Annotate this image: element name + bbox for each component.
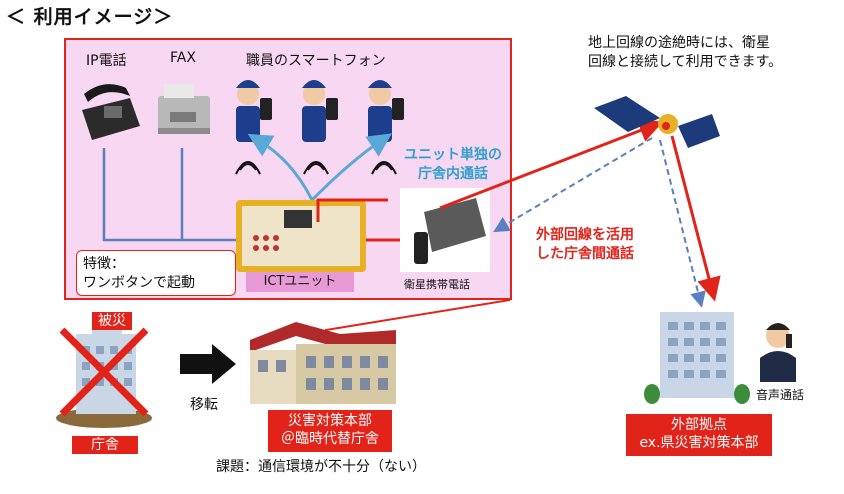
person-on-phone-icon	[760, 323, 796, 382]
satellite-phone-label: 衛星携帯電話	[404, 278, 470, 291]
page-title: ＜ 利用イメージ＞	[6, 6, 174, 28]
external-base-label: 外部拠点 ex.県災害対策本部	[626, 414, 772, 456]
damaged-office-icon	[56, 324, 152, 428]
internal-call-text: ユニット単独の 庁舎内通話	[404, 147, 502, 182]
hq-label: 災害対策本部 ＠臨時代替庁舎	[268, 410, 392, 452]
uplink-dashed-arrow	[493, 137, 653, 233]
move-arrow-icon	[180, 344, 236, 384]
issue-text: 課題：通信環境が不十分（ない）	[216, 459, 426, 475]
fax-icon	[158, 84, 210, 134]
ip-phone-label: IP電話	[86, 53, 127, 69]
feature-callout: 特徴： ワンボタンで起動	[76, 250, 236, 296]
ict-unit-icon	[236, 200, 366, 272]
satellite-phone-icon	[400, 188, 490, 272]
downlink-dashed-arrow	[659, 139, 706, 308]
staff-figure-3-icon	[368, 80, 404, 142]
ip-phone-icon	[82, 84, 140, 140]
internal-call-arrows	[247, 133, 392, 202]
fax-label: FAX	[170, 50, 196, 66]
satellite-caption: 地上回線の途絶時には、衛星 回線と接続して利用できます。	[588, 35, 783, 70]
damaged-label: 被災	[92, 312, 132, 330]
external-base-building-icon	[644, 312, 750, 404]
wireless-wave-icons	[235, 161, 397, 175]
move-label: 移転	[190, 397, 218, 413]
voice-call-label: 音声通話	[756, 388, 805, 402]
downlink-red-arrow	[670, 135, 721, 302]
office-label: 庁舎	[72, 436, 138, 454]
satellite-icon	[594, 96, 720, 148]
smartphones-label: 職員のスマートフォン	[246, 53, 386, 69]
staff-figure-2-icon	[302, 80, 338, 142]
temporary-hq-building-icon	[250, 322, 396, 404]
staff-figure-1-icon	[236, 80, 272, 142]
ict-unit-label: ICTユニット	[246, 272, 354, 292]
wiring-lines	[102, 148, 240, 242]
external-line-text: 外部回線を活用 した庁舎間通話	[536, 227, 634, 262]
uplink-red-arrow	[439, 119, 664, 210]
external-line-path	[316, 198, 400, 242]
